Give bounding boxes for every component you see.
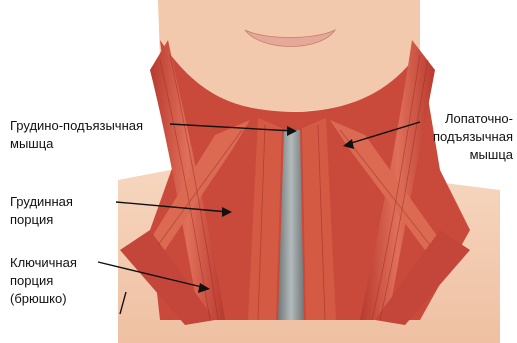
label-omohyoid-line1: Лопаточно- [433,110,513,128]
label-sternohyoid-line1: Грудино-подъязычная [10,117,143,135]
label-omohyoid-line2: подъязычная [433,128,513,146]
label-sternohyoid: Грудино-подъязычная мышца [10,117,143,153]
label-clavicular-portion: Ключичная порция (брюшко) [10,254,77,308]
label-sternal-portion: Грудинная порция [10,193,73,229]
label-sternohyoid-line2: мышца [10,135,143,153]
label-sternal-line2: порция [10,211,73,229]
label-clavicular-line1: Ключичная [10,254,77,272]
label-sternal-line1: Грудинная [10,193,73,211]
label-omohyoid-line3: мышца [433,146,513,164]
label-clavicular-line3: (брюшко) [10,290,77,308]
label-omohyoid: Лопаточно- подъязычная мышца [433,110,513,164]
label-clavicular-line2: порция [10,272,77,290]
